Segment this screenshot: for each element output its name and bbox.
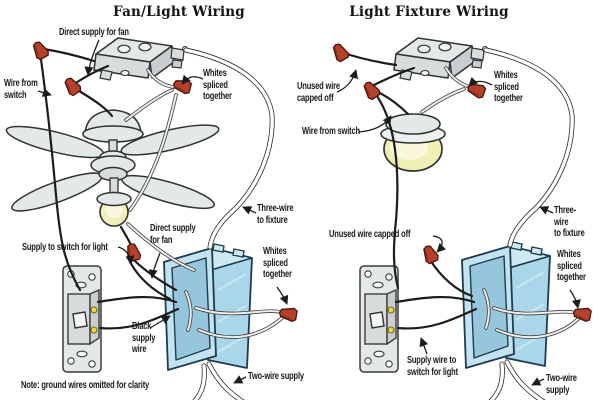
label-supply-to-switch-for-light: Supply to switch for light xyxy=(22,242,108,253)
fixture-cap xyxy=(385,113,441,135)
two-wire-cable xyxy=(505,360,545,400)
white-wires xyxy=(124,66,580,339)
light-switch xyxy=(62,265,102,373)
label-three-wire-to-fixture: Three-wire to fixture xyxy=(554,205,585,240)
label-direct-supply-for-fan-top: Direct supply for fan xyxy=(59,27,129,38)
label-supply-wire-to-switch-for-light: Supply wire to switch for light xyxy=(407,355,458,378)
label-whites-spliced-together-top: Whites spliced together xyxy=(203,68,232,103)
fan-blade xyxy=(121,174,215,210)
label-ground-note: Note: ground wires omitted for clarity xyxy=(21,380,150,391)
wire-nut xyxy=(419,242,441,266)
label-unused-wire-capped-off-mid: Unused wire capped off xyxy=(329,229,411,240)
wire-nut xyxy=(61,74,83,98)
label-two-wire-supply: Two-wire supply xyxy=(248,371,304,382)
three-wire-cable xyxy=(484,48,574,247)
label-direct-supply-for-fan-mid: Direct supply for fan xyxy=(150,223,196,246)
left-panel-title: Fan/Light Wiring xyxy=(113,4,245,20)
label-unused-wire-capped-off-top: Unused wire capped off xyxy=(297,81,340,104)
label-three-wire-to-fixture: Three-wire to fixture xyxy=(257,203,294,226)
label-whites-spliced-together-mid: Whites spliced together xyxy=(557,249,586,284)
light-switch xyxy=(359,265,399,373)
wire-nut xyxy=(171,76,193,96)
electrical-box xyxy=(461,241,551,369)
label-wire-from-switch: Wire from switch xyxy=(4,78,38,101)
label-wire-from-switch: Wire from switch xyxy=(302,126,360,137)
two-wire-cable xyxy=(207,362,244,400)
junction-box xyxy=(393,37,489,81)
label-black-supply-wire: Black supply wire xyxy=(132,321,156,356)
junction-box xyxy=(93,37,189,81)
label-two-wire-supply: Two-wire supply xyxy=(546,373,577,396)
dome-light-fixture xyxy=(380,113,446,172)
label-arrows xyxy=(37,39,581,386)
wire-nut xyxy=(465,80,487,100)
black-wires xyxy=(38,47,478,330)
right-panel-title: Light Fixture Wiring xyxy=(349,4,509,20)
wire-nut xyxy=(329,40,351,64)
ceiling-fan xyxy=(5,109,220,227)
label-whites-spliced-together-mid: Whites spliced together xyxy=(263,246,292,281)
wire-nut xyxy=(29,38,51,62)
three-wire-cable xyxy=(184,48,274,249)
label-whites-spliced-together-top: Whites spliced together xyxy=(494,70,523,105)
fan-light-cap xyxy=(96,191,132,207)
